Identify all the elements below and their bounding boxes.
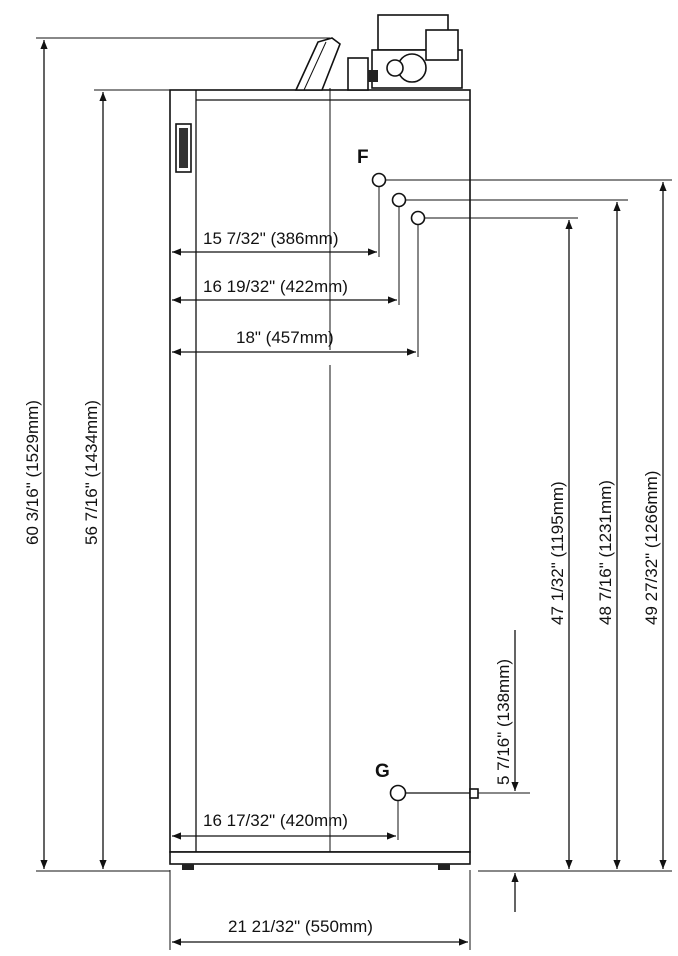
port-g bbox=[389, 784, 407, 802]
dim-f1-horizontal: 15 7/32" (386mm) bbox=[203, 229, 339, 248]
cabinet-base bbox=[169, 851, 471, 865]
burner-connector bbox=[368, 70, 378, 82]
port-f3 bbox=[410, 210, 426, 226]
dim-f3-horizontal: 18" (457mm) bbox=[236, 328, 334, 347]
dim-overall-height: 60 3/16" (1529mm) bbox=[23, 400, 42, 545]
blower-hub bbox=[386, 59, 404, 77]
top-components bbox=[294, 14, 463, 91]
flue-pipe bbox=[294, 37, 341, 91]
dim-g-height: 5 7/16" (138mm) bbox=[494, 659, 513, 785]
port-g-label: G bbox=[375, 761, 390, 782]
cabinet bbox=[169, 88, 471, 870]
port-f-label: F bbox=[357, 147, 369, 168]
right-vertical-dimensions: 47 1/32" (1195mm) 48 7/16" (1231mm) 49 2… bbox=[386, 179, 672, 912]
left-vertical-dimensions: 60 3/16" (1529mm) 56 7/16" (1434mm) bbox=[23, 37, 330, 872]
cabinet-outline bbox=[169, 89, 471, 853]
vent-stub bbox=[347, 57, 369, 91]
dim-g-horizontal: 16 17/32" (420mm) bbox=[203, 811, 348, 830]
motor-cap bbox=[425, 29, 459, 61]
horizontal-dimensions: 15 7/32" (386mm) 16 19/32" (422mm) 18" (… bbox=[169, 187, 471, 950]
foot-left bbox=[182, 864, 194, 870]
port-f2 bbox=[391, 192, 407, 208]
port-g-valve bbox=[469, 788, 479, 799]
port-f1 bbox=[371, 172, 387, 188]
dim-f1-height: 49 27/32" (1266mm) bbox=[642, 471, 661, 625]
foot-right bbox=[438, 864, 450, 870]
dim-f3-height: 47 1/32" (1195mm) bbox=[548, 481, 567, 625]
flue-pipe-edge bbox=[303, 41, 327, 91]
ports: F G bbox=[357, 147, 479, 802]
dim-cabinet-height: 56 7/16" (1434mm) bbox=[82, 400, 101, 545]
dim-f2-height: 48 7/16" (1231mm) bbox=[596, 480, 615, 625]
dim-f2-horizontal: 16 19/32" (422mm) bbox=[203, 277, 348, 296]
cabinet-handle-recess bbox=[179, 128, 188, 168]
dim-cabinet-width: 21 21/32" (550mm) bbox=[228, 917, 373, 936]
